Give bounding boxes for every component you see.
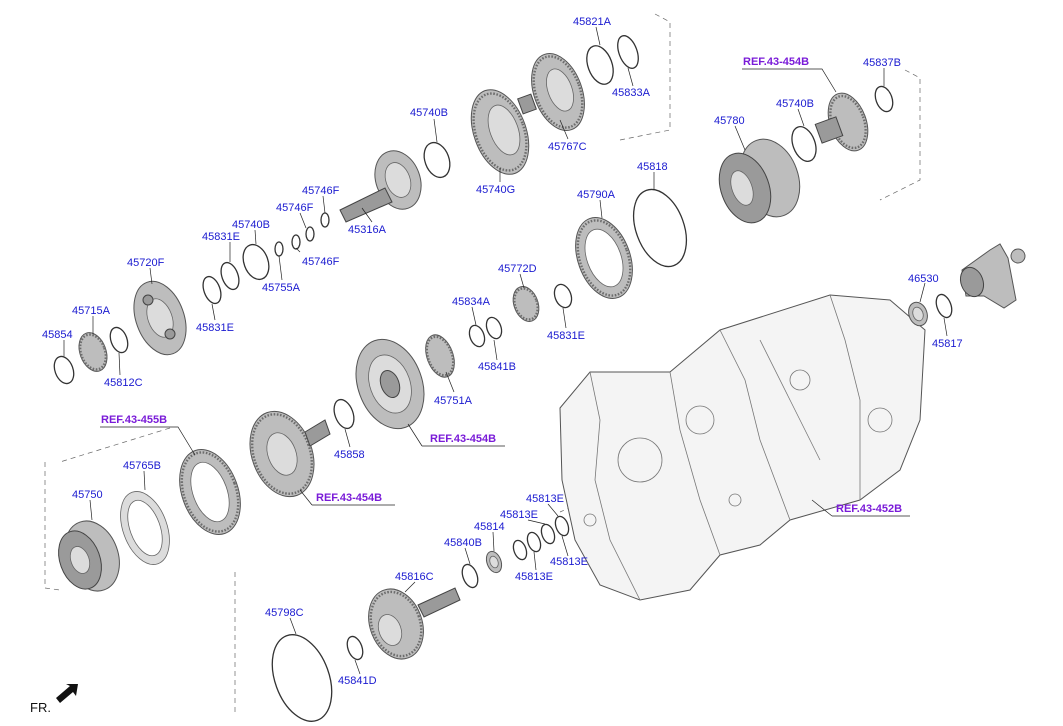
part-45817-snap-ring: [935, 293, 953, 319]
ref-label-mid[interactable]: REF.43-454B: [430, 433, 496, 445]
label-45798C: 45798C: [265, 607, 304, 619]
label-45813E-a: 45813E: [526, 493, 564, 505]
part-45841D-ring: [346, 635, 364, 661]
reference-labels: REF.43-454B REF.43-455B REF.43-454B REF.…: [101, 56, 902, 515]
part-45740B-mid-ring: [242, 243, 270, 281]
ref-label-case[interactable]: REF.43-452B: [836, 503, 902, 515]
part-45765B-ring-gear: [120, 491, 170, 565]
part-45814-bearing: [485, 550, 503, 574]
part-45715A-sun-gear: [78, 332, 108, 372]
part-45841B-ring: [485, 316, 503, 340]
part-45840B-ring: [461, 563, 479, 589]
front-arrow-icon: [56, 684, 78, 703]
part-output-flange: [959, 243, 1026, 309]
part-45818-snap-ring: [632, 188, 688, 268]
label-45746F-c: 45746F: [302, 256, 340, 268]
label-45790A: 45790A: [577, 189, 616, 201]
part-45816C-gear-shaft: [368, 587, 461, 660]
label-45813E-c: 45813E: [550, 556, 588, 568]
ref-label-left[interactable]: REF.43-455B: [101, 414, 167, 426]
label-45751A: 45751A: [434, 395, 473, 407]
label-45715A: 45715A: [72, 305, 111, 317]
label-45772D: 45772D: [498, 263, 537, 275]
label-45818: 45818: [637, 161, 668, 173]
ref-label-lower-mid[interactable]: REF.43-454B: [316, 492, 382, 504]
part-45740B-top-ring: [423, 141, 451, 179]
parts-45831E-rings-left: [202, 261, 240, 305]
label-45740G: 45740G: [476, 184, 515, 196]
label-45720F: 45720F: [127, 257, 165, 269]
label-45780: 45780: [714, 115, 745, 127]
label-45316A: 45316A: [348, 224, 387, 236]
label-45750: 45750: [72, 489, 103, 501]
part-carrier-ref-43-454B: [355, 338, 425, 430]
part-drum-ref-43-455B: [179, 449, 241, 535]
label-46530: 46530: [908, 273, 939, 285]
label-45813E-b: 45813E: [500, 509, 538, 521]
part-45854-washer: [53, 355, 75, 385]
label-45755A: 45755A: [262, 282, 301, 294]
part-45858-ring: [333, 398, 355, 430]
label-45831E-a: 45831E: [202, 231, 240, 243]
part-45834A-ring: [468, 324, 486, 348]
label-45841D: 45841D: [338, 675, 377, 687]
label-45833A: 45833A: [612, 87, 651, 99]
part-45772D-gear: [512, 286, 540, 322]
label-45740B-mid: 45740B: [232, 219, 270, 231]
label-45831E-c: 45831E: [547, 330, 585, 342]
label-45854: 45854: [42, 329, 73, 341]
part-45837B-ring: [874, 85, 894, 113]
label-45746F-b: 45746F: [276, 202, 314, 214]
label-45837B: 45837B: [863, 57, 901, 69]
label-45814: 45814: [474, 521, 505, 533]
part-hub-ref-43-454B: [249, 410, 331, 498]
label-45746F-a: 45746F: [302, 185, 340, 197]
label-45812C: 45812C: [104, 377, 143, 389]
part-45720F-carrier: [133, 280, 187, 356]
label-45831E-b: 45831E: [196, 322, 234, 334]
part-45821A-snap-ring: [586, 45, 614, 85]
part-45316A-shaft: [339, 150, 422, 223]
part-45831E-right-ring: [553, 283, 573, 309]
label-45817: 45817: [932, 338, 963, 350]
transmission-case: [559, 294, 926, 601]
label-45740B-right: 45740B: [776, 98, 814, 110]
leader-lines: [63, 26, 948, 675]
part-45740G-clutch-drum: [470, 89, 537, 175]
label-45740B-top: 45740B: [410, 107, 448, 119]
label-45816C: 45816C: [395, 571, 434, 583]
part-number-labels: 45821A 45833A 45767C 45740B 45740G 45746…: [42, 16, 963, 687]
part-46530-seal: [908, 301, 928, 327]
part-45790A-ring-gear: [575, 217, 633, 299]
part-45767C-ring-gear: [531, 53, 585, 131]
parts-45813E-rings: [512, 515, 570, 561]
front-direction-indicator: FR.: [30, 684, 78, 715]
label-45813E-d: 45813E: [515, 571, 553, 583]
label-45834A: 45834A: [452, 296, 491, 308]
part-45751A-gear: [425, 334, 455, 378]
ref-label-top-right[interactable]: REF.43-454B: [743, 56, 809, 68]
label-45841B: 45841B: [478, 361, 516, 373]
label-45765B: 45765B: [123, 460, 161, 472]
front-label: FR.: [30, 700, 51, 715]
part-45812C-ring: [109, 326, 129, 354]
label-45767C: 45767C: [548, 141, 587, 153]
label-45821A: 45821A: [573, 16, 612, 28]
label-45840B: 45840B: [444, 537, 482, 549]
label-45858: 45858: [334, 449, 365, 461]
parts-45746F-seal-rings: [291, 212, 330, 250]
part-45740B-right-gear-assy: [814, 92, 869, 152]
part-45755A-seal: [274, 241, 284, 257]
part-45750-carrier: [58, 520, 120, 592]
part-45740B-right-ring: [791, 126, 817, 162]
part-45833A-snap-ring: [617, 35, 639, 69]
part-45798C-snap-ring: [271, 634, 333, 722]
part-45780-clutch-assy: [718, 138, 801, 224]
